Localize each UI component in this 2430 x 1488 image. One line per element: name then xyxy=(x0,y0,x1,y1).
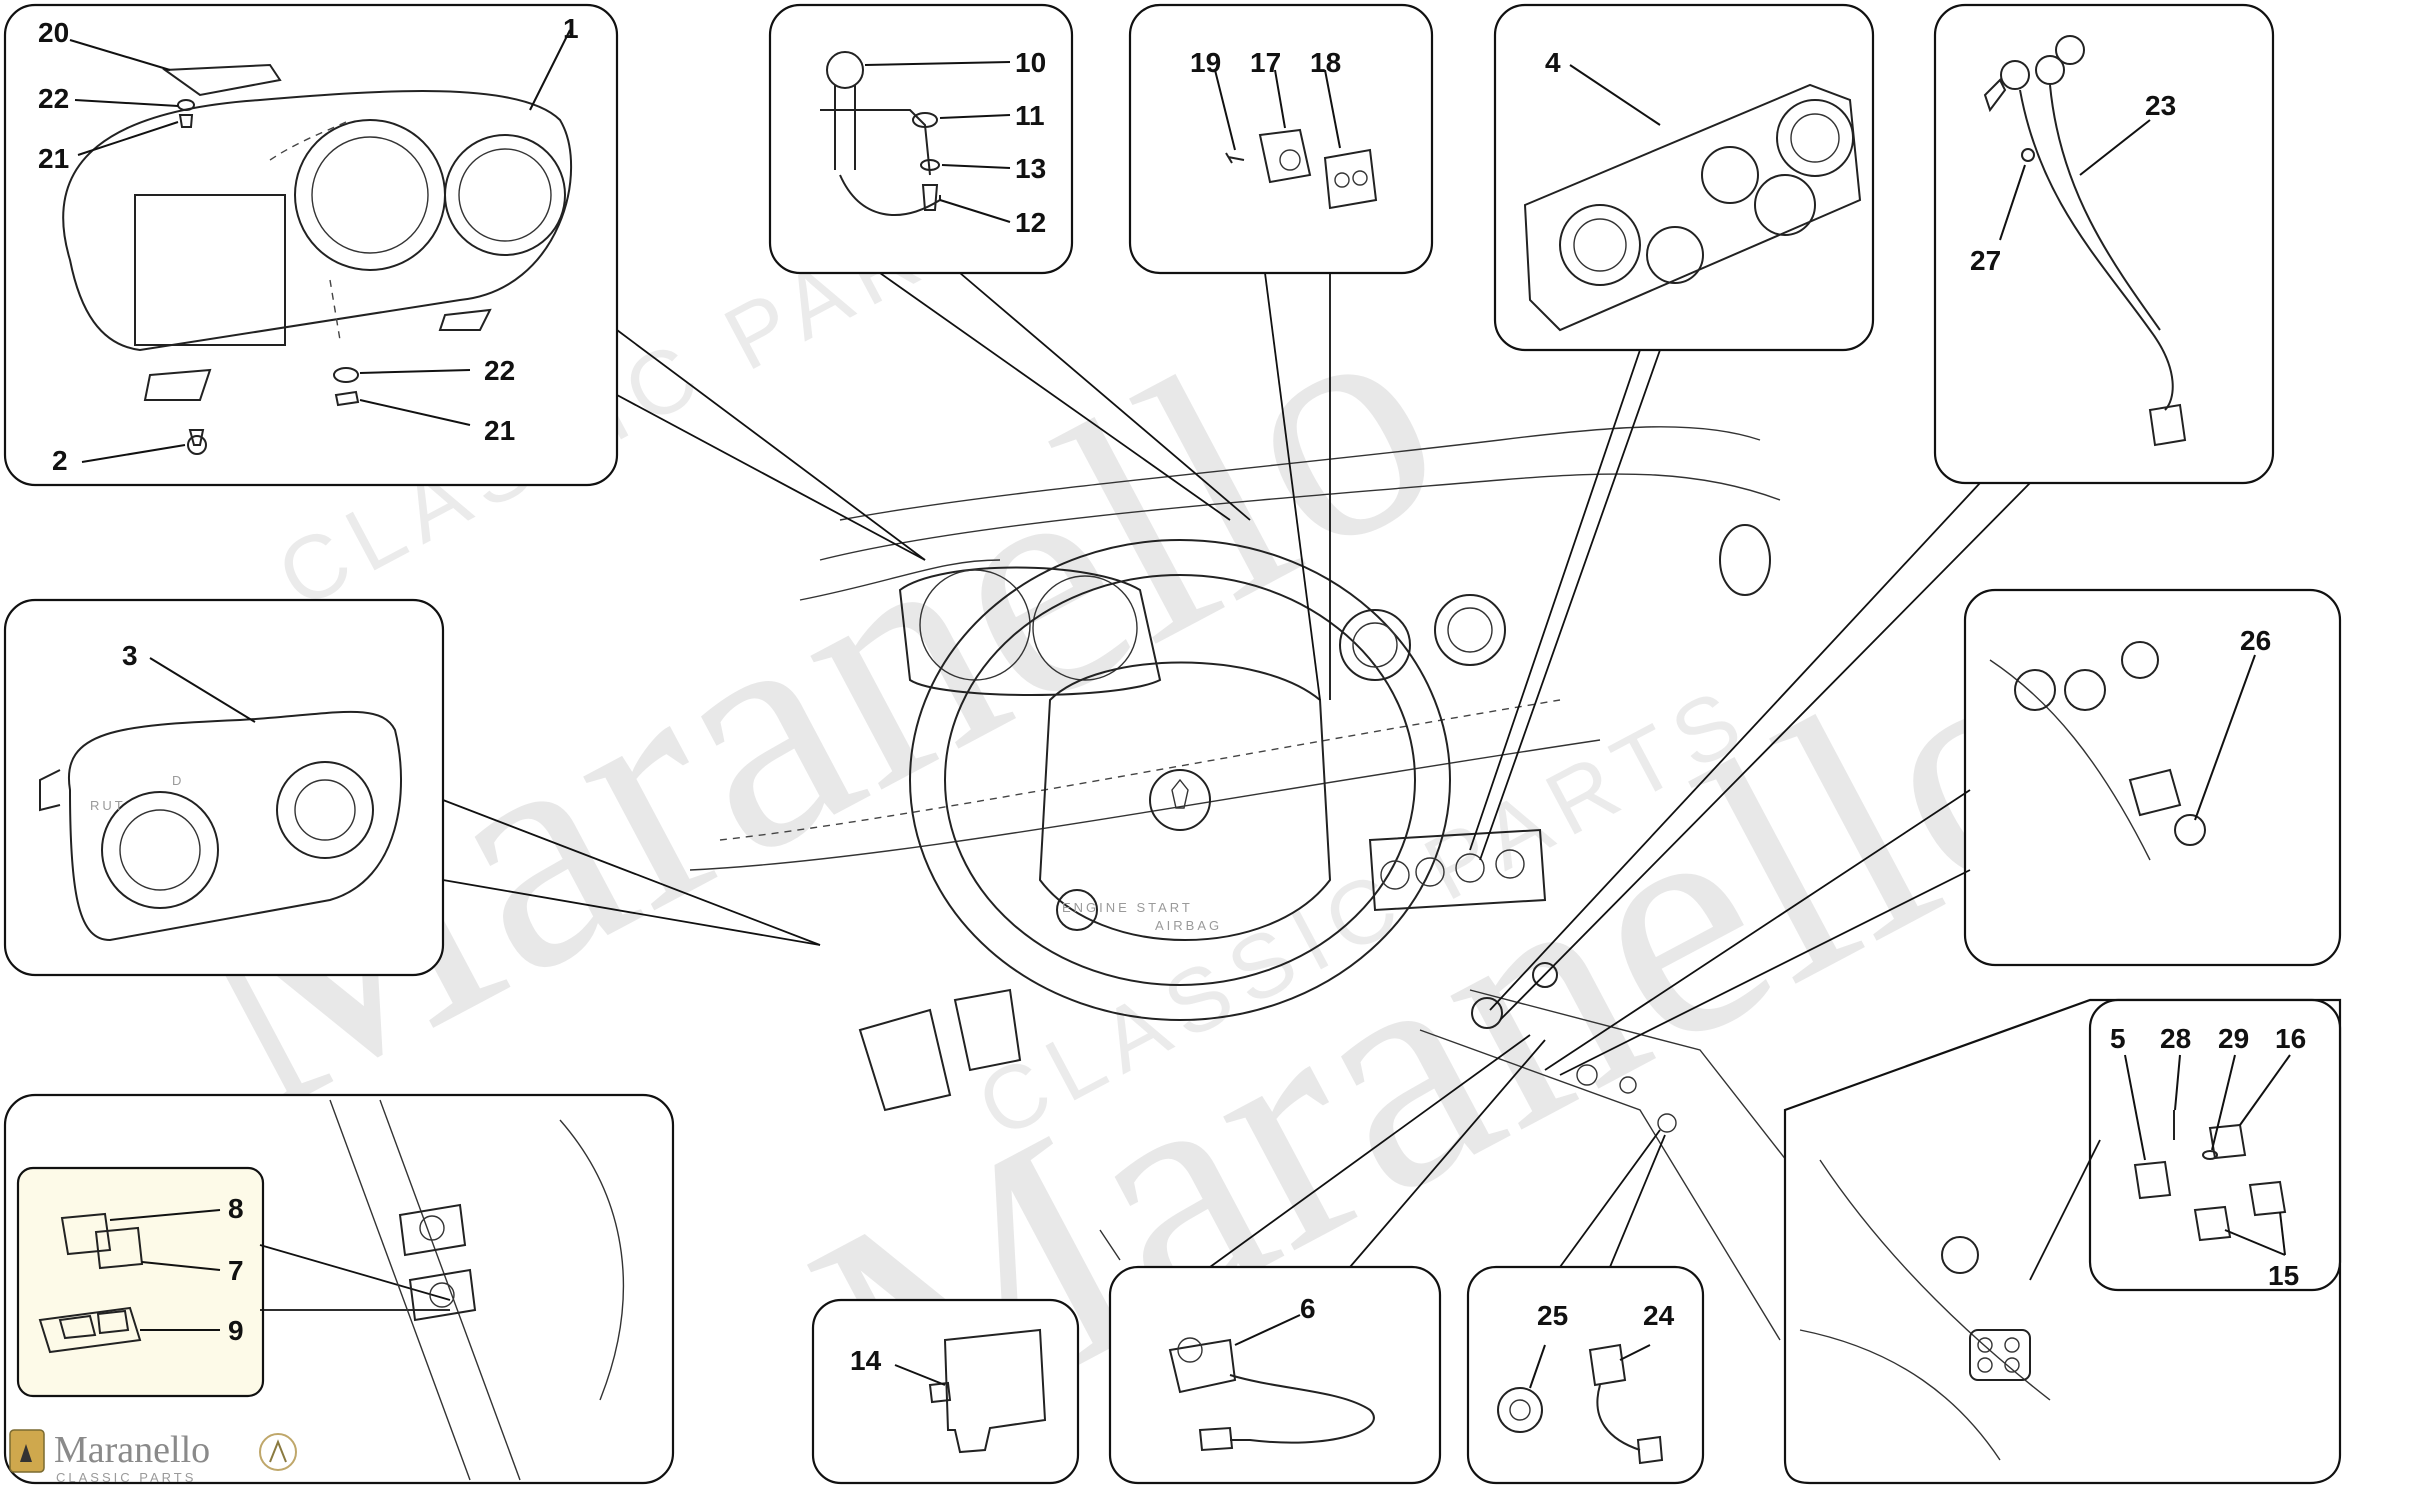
callout-28: 28 xyxy=(2160,1023,2191,1054)
callout-29: 29 xyxy=(2218,1023,2249,1054)
panel-window-switches: 8 7 9 xyxy=(3,1093,675,1485)
callout-11: 11 xyxy=(1015,100,1045,131)
callout-21-bottom: 21 xyxy=(484,415,515,446)
callout-22-bottom: 22 xyxy=(484,355,515,386)
callout-5: 5 xyxy=(2110,1023,2126,1054)
panel-light-switch: RUT D 3 xyxy=(3,598,821,977)
callout-19: 19 xyxy=(1190,47,1221,78)
callout-22-top: 22 xyxy=(38,83,69,114)
callout-21-top: 21 xyxy=(38,143,69,174)
callout-17: 17 xyxy=(1250,47,1281,78)
switch-label-d: D xyxy=(172,773,184,788)
callout-10: 10 xyxy=(1015,47,1046,78)
switch-label-rut: RUT xyxy=(90,798,126,813)
panel-instrument-cluster: 1 20 22 21 22 21 2 xyxy=(3,3,926,561)
panel-console-button: 26 xyxy=(1544,588,2342,1076)
callout-27: 27 xyxy=(1970,245,2001,276)
dashboard-overview: AIRBAG ENGINE START xyxy=(689,426,1881,1341)
callout-12: 12 xyxy=(1015,207,1046,238)
panel-sensor-cable: 6 xyxy=(1108,1034,1546,1485)
engine-start-label: ENGINE START xyxy=(1062,900,1193,915)
callout-1: 1 xyxy=(563,13,579,44)
callout-25: 25 xyxy=(1537,1300,1568,1331)
panel-connector: 25 24 xyxy=(1466,1129,1705,1485)
callout-18: 18 xyxy=(1310,47,1341,78)
panel-plate: 14 xyxy=(811,1298,1080,1485)
logo-name: Maranello xyxy=(54,1429,210,1471)
panel-climate-control: 4 xyxy=(1469,3,1875,861)
callout-23: 23 xyxy=(2145,90,2176,121)
airbag-label: AIRBAG xyxy=(1155,918,1222,933)
callout-8: 8 xyxy=(228,1193,244,1224)
callout-4: 4 xyxy=(1545,47,1561,78)
logo-subtitle: CLASSIC PARTS xyxy=(56,1470,196,1485)
callout-24: 24 xyxy=(1643,1300,1675,1331)
panel-cable-harness: 23 27 xyxy=(1489,3,2275,1021)
callout-7: 7 xyxy=(228,1255,244,1286)
brand-logo: Maranello CLASSIC PARTS xyxy=(9,1429,297,1485)
callout-26: 26 xyxy=(2240,625,2271,656)
callout-16: 16 xyxy=(2275,1023,2306,1054)
callout-20: 20 xyxy=(38,17,69,48)
callout-13: 13 xyxy=(1015,153,1046,184)
panel-sensor-bracket: 10 11 13 12 xyxy=(768,3,1251,521)
callout-3: 3 xyxy=(122,640,138,671)
callout-6: 6 xyxy=(1300,1293,1316,1324)
steering-wheel xyxy=(909,539,1451,1021)
panel-console-switches: 5 28 29 16 15 xyxy=(1783,998,2342,1485)
callout-2: 2 xyxy=(52,445,68,476)
callout-9: 9 xyxy=(228,1315,244,1346)
callout-14: 14 xyxy=(850,1345,882,1376)
callout-15: 15 xyxy=(2268,1260,2299,1291)
panel-button-switch: 19 17 18 xyxy=(1128,3,1434,701)
